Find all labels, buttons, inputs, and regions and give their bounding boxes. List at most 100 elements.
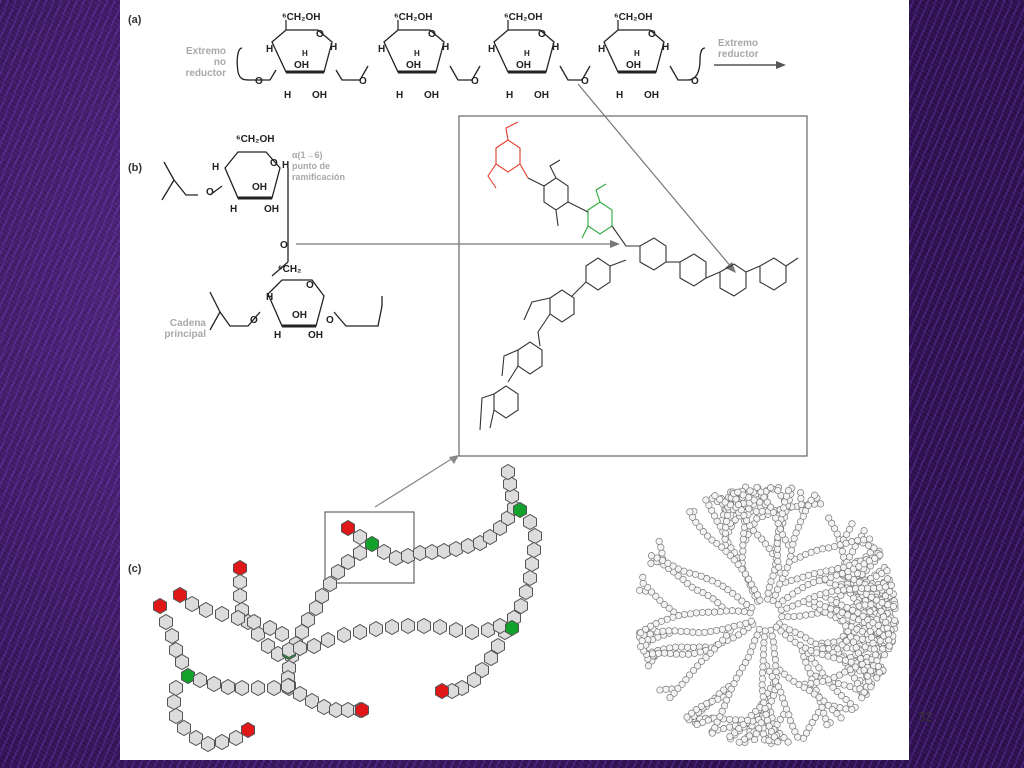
nonreducing-end-residue bbox=[355, 701, 369, 719]
glycogen-residue-dot bbox=[692, 518, 700, 526]
glycogen-residue-dot bbox=[832, 571, 841, 579]
glycosidic-oxygen-label: O bbox=[471, 76, 479, 87]
glycogen-residue-dot bbox=[834, 587, 842, 595]
glycogen-residue-dot bbox=[820, 697, 828, 705]
branch-point-residue bbox=[181, 667, 195, 685]
oh-label: OH bbox=[406, 60, 421, 71]
glycogen-residue-dot bbox=[842, 696, 850, 704]
glycogen-residue-dot bbox=[740, 735, 748, 743]
glucose-residue bbox=[353, 528, 367, 546]
glycogen-residue-dot bbox=[815, 577, 823, 585]
h-label: H bbox=[266, 44, 273, 55]
glycogen-residue-dot bbox=[871, 554, 879, 562]
ring-atom-label: H bbox=[274, 330, 281, 341]
glucose-residue bbox=[449, 621, 463, 639]
glycogen-residue-dot bbox=[666, 694, 674, 702]
glycogen-residue-dot bbox=[787, 576, 795, 584]
glucose-residue bbox=[449, 540, 463, 558]
glycogen-residue-dot bbox=[725, 715, 734, 723]
glycogen-residue-dot bbox=[831, 525, 839, 533]
glycogen-residue-dot bbox=[683, 627, 691, 636]
oh-label: OH bbox=[626, 60, 641, 71]
glycogen-residue-dot bbox=[689, 628, 697, 636]
glycogen-residue-dot bbox=[697, 702, 705, 710]
glycogen-residue-dot bbox=[746, 522, 754, 530]
glycogen-residue-dot bbox=[670, 689, 678, 697]
glycogen-residue-dot bbox=[867, 593, 876, 601]
glycogen-residue-dot bbox=[696, 523, 704, 531]
glycogen-residue-dot bbox=[846, 585, 854, 594]
glycogen-residue-dot bbox=[692, 706, 700, 714]
glycogen-residue-dot bbox=[769, 638, 777, 646]
glycogen-residue-dot bbox=[691, 570, 699, 578]
glycogen-residue-dot bbox=[656, 596, 664, 605]
oh-label: OH bbox=[312, 90, 327, 101]
branch-linkage-label: α(1→6) punto de ramificación bbox=[292, 150, 345, 183]
left-end-label-line2: no reductor bbox=[185, 57, 226, 79]
glucose-residue bbox=[247, 613, 261, 631]
glycogen-residue-dot bbox=[761, 627, 769, 635]
glucose-residue bbox=[389, 549, 403, 567]
glycogen-residue-dot bbox=[760, 633, 769, 641]
glycogen-residue-dot bbox=[656, 686, 664, 694]
glycogen-residue-dot bbox=[802, 729, 811, 737]
glycogen-residue-dot bbox=[752, 707, 760, 715]
glycogen-residue-dot bbox=[638, 637, 646, 645]
glycogen-residue-dot bbox=[818, 669, 826, 677]
glycogen-residue-dot bbox=[708, 729, 716, 737]
glucose-residue bbox=[169, 707, 183, 725]
glycogen-residue-dot bbox=[723, 517, 731, 525]
glycogen-residue-dot bbox=[671, 643, 680, 651]
glycogen-residue-dot bbox=[714, 640, 722, 648]
glycogen-residue-dot bbox=[758, 687, 766, 695]
glycogen-residue-dot bbox=[687, 709, 696, 717]
glycogen-residue-dot bbox=[838, 547, 846, 555]
glycogen-residue-dot bbox=[857, 655, 865, 663]
ring-atom-label: O bbox=[326, 315, 334, 326]
glycogen-residue-dot bbox=[851, 542, 859, 550]
glycogen-residue-dot bbox=[817, 500, 825, 508]
glucose-residue bbox=[503, 475, 517, 493]
glycogen-residue-dot bbox=[733, 593, 741, 601]
ring-atom-label: O bbox=[306, 280, 314, 291]
glycogen-residue-dot bbox=[724, 624, 732, 632]
glycogen-residue-dot bbox=[713, 539, 721, 548]
glycogen-residue-dot bbox=[819, 677, 827, 685]
glucose-residue bbox=[369, 620, 383, 638]
glucose-residue bbox=[527, 541, 541, 559]
glycogen-residue-dot bbox=[794, 587, 802, 595]
glycogen-residue-dot bbox=[702, 653, 710, 662]
glycogen-residue-dot bbox=[786, 634, 794, 643]
glycogen-residue-dot bbox=[799, 583, 807, 592]
ch2oh-label: ⁶CH₂OH bbox=[394, 12, 433, 23]
glycogen-residue-dot bbox=[647, 552, 656, 560]
glycogen-residue-dot bbox=[859, 612, 867, 620]
glycogen-residue-dot bbox=[695, 629, 703, 637]
glycogen-residue-dot bbox=[861, 643, 869, 651]
glycogen-residue-dot bbox=[769, 572, 777, 580]
glycogen-residue-dot bbox=[761, 540, 770, 548]
glycogen-residue-dot bbox=[686, 671, 694, 679]
glucose-residue bbox=[523, 513, 537, 531]
glycogen-residue-dot bbox=[697, 572, 705, 580]
glycosidic-oxygen-label: O bbox=[359, 76, 367, 87]
glycogen-residue-dot bbox=[682, 676, 690, 684]
slide-number: 32 bbox=[918, 709, 933, 724]
glycogen-residue-dot bbox=[791, 728, 799, 736]
ring-atom-label: ⁶CH₂OH bbox=[236, 134, 275, 145]
glycogen-residue-dot bbox=[678, 680, 686, 688]
glycogen-residue-dot bbox=[753, 483, 761, 491]
glycogen-residue-dot bbox=[827, 605, 835, 613]
glycogen-residue-dot bbox=[876, 551, 884, 559]
glycogen-residue-dot bbox=[752, 507, 760, 516]
glycogen-residue-dot bbox=[773, 720, 781, 729]
glycogen-residue-dot bbox=[748, 604, 756, 612]
terminal-residue-red bbox=[487, 121, 529, 189]
glucose-residue bbox=[467, 671, 481, 689]
glycogen-residue-dot bbox=[743, 601, 751, 609]
glycogen-residue-dot bbox=[799, 734, 808, 742]
glycogen-residue-dot bbox=[724, 586, 732, 594]
glycogen-residue-dot bbox=[639, 573, 647, 581]
nonreducing-end-residue bbox=[341, 519, 355, 537]
glycogen-residue-dot bbox=[836, 671, 844, 679]
